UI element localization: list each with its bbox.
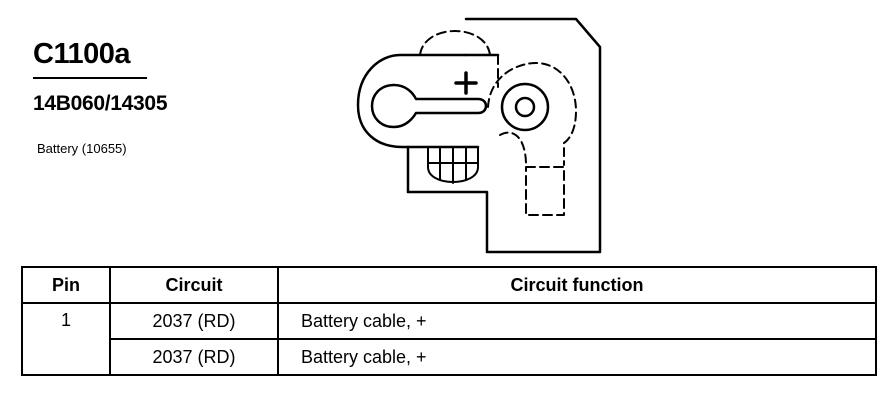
connector-id: C1100a xyxy=(33,38,131,70)
table-row: 1 2037 (RD) Battery cable, + xyxy=(21,302,877,376)
dome-dashed xyxy=(419,30,491,56)
function-cell: Battery cable, + xyxy=(277,338,877,376)
pin-table: Pin Circuit Circuit function 1 2037 (RD)… xyxy=(21,266,877,376)
keyhole-slot xyxy=(370,83,488,129)
clamp-left-lobe xyxy=(356,53,480,149)
table-row: 2037 (RD) Battery cable, + xyxy=(22,338,877,376)
function-cell: Battery cable, + xyxy=(277,302,877,340)
stud-inner-circle xyxy=(514,96,536,118)
battery-terminal-diagram xyxy=(356,17,602,254)
part-number: 14B060/14305 xyxy=(33,92,168,115)
circuit-cell: 2037 (RD) xyxy=(109,338,279,376)
lower-dashed-box xyxy=(525,166,565,216)
pin-number: 1 xyxy=(21,302,111,376)
post-dashed xyxy=(487,62,577,166)
header-circuit: Circuit xyxy=(109,266,279,304)
component-label: Battery (10655) xyxy=(37,141,127,156)
table-header-row: Pin Circuit Circuit function xyxy=(21,266,877,304)
terminal-bracket-outline xyxy=(406,17,602,254)
circuit-cell: 2037 (RD) xyxy=(109,302,279,340)
post-dashed-lower xyxy=(499,131,527,166)
header-circuit-function: Circuit function xyxy=(277,266,877,304)
stud-outer-circle xyxy=(500,82,550,132)
title-underline xyxy=(33,77,147,79)
header-pin: Pin xyxy=(21,266,111,304)
